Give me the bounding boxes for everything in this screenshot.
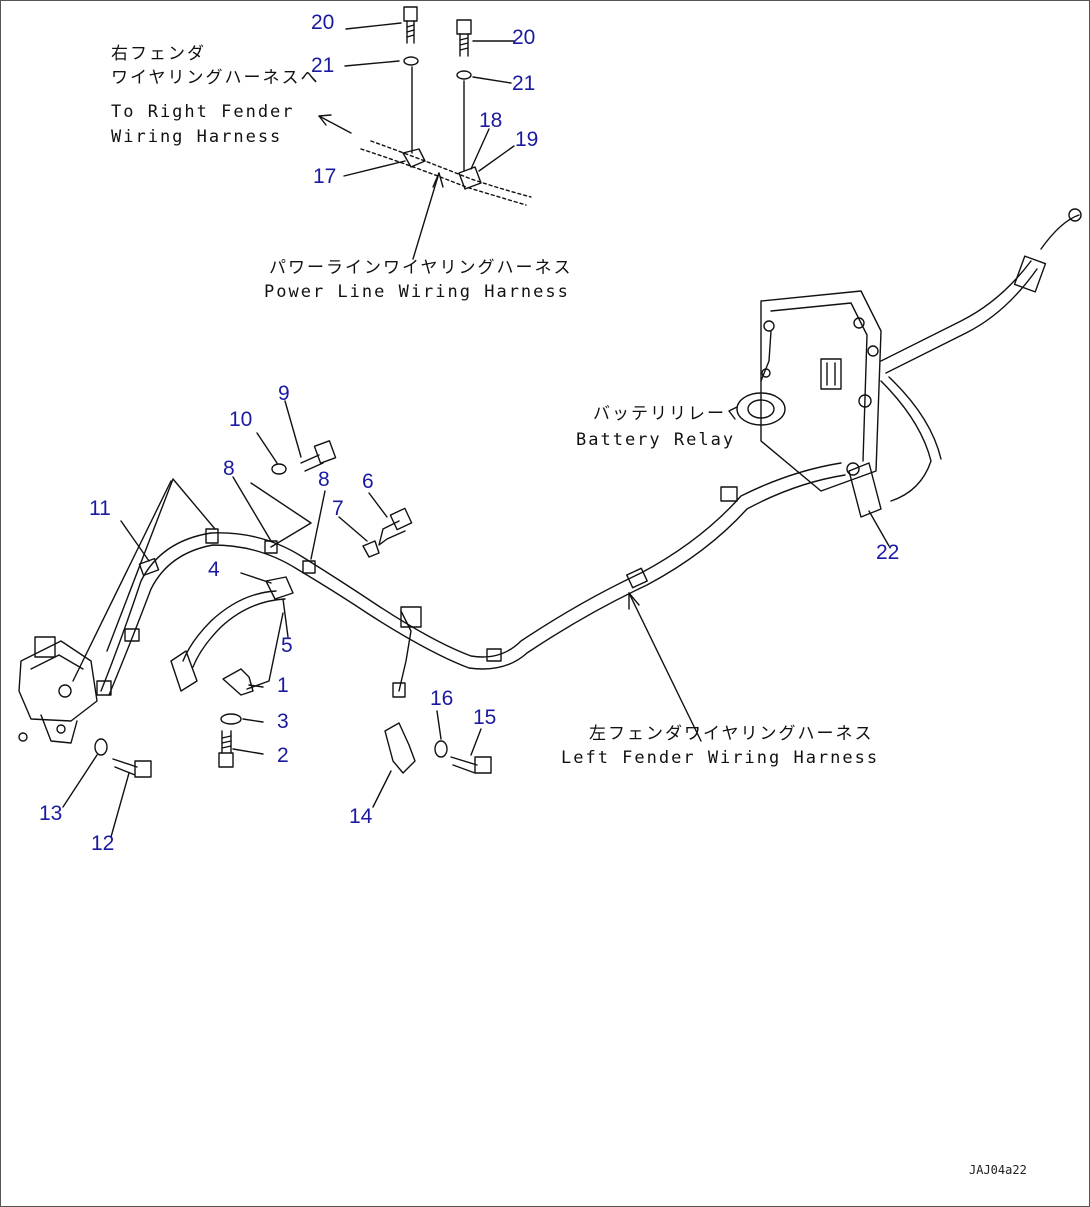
part-number-10[interactable]: 10 [229, 408, 253, 431]
part-number-15[interactable]: 15 [473, 706, 497, 729]
part-number-4[interactable]: 4 [208, 558, 220, 581]
battery-relay-assembly [728, 208, 1082, 547]
label-power-line-jp: パワーラインワイヤリングハーネス [269, 258, 573, 278]
label-right-fender-jp2: ワイヤリングハーネスへ [111, 68, 320, 88]
part-number-14[interactable]: 14 [349, 805, 373, 828]
part-number-12[interactable]: 12 [91, 832, 115, 855]
label-right-fender-en2: Wiring Harness [111, 127, 283, 147]
part-number-13[interactable]: 13 [39, 802, 63, 825]
part-number-9[interactable]: 9 [278, 382, 290, 405]
top-detail [318, 6, 532, 260]
label-right-fender-en1: To Right Fender [111, 102, 295, 122]
part-number-7[interactable]: 7 [332, 497, 344, 520]
part-number-21-right[interactable]: 21 [512, 72, 536, 95]
part-number-1[interactable]: 1 [277, 674, 289, 697]
part-number-18[interactable]: 18 [479, 109, 503, 132]
label-left-fender-jp: 左フェンダワイヤリングハーネス [589, 724, 874, 744]
part-number-21-left[interactable]: 21 [311, 54, 335, 77]
part-number-20-left[interactable]: 20 [311, 11, 335, 34]
part-number-20-right[interactable]: 20 [512, 26, 536, 49]
part-number-16[interactable]: 16 [430, 687, 454, 710]
label-battery-relay-jp: バッテリリレー [593, 404, 726, 424]
part-number-8-right[interactable]: 8 [318, 468, 330, 491]
left-fender-harness [18, 400, 846, 838]
drawing-code: JAJ04a22 [969, 1163, 1027, 1177]
part-number-2[interactable]: 2 [277, 744, 289, 767]
part-number-11[interactable]: 11 [89, 497, 111, 520]
part-number-19[interactable]: 19 [515, 128, 539, 151]
label-power-line-en: Power Line Wiring Harness [264, 282, 570, 302]
label-battery-relay-en: Battery Relay [576, 430, 736, 450]
part-number-17[interactable]: 17 [313, 165, 337, 188]
part-number-3[interactable]: 3 [277, 710, 289, 733]
part-number-6[interactable]: 6 [362, 470, 374, 493]
part-number-22[interactable]: 22 [876, 541, 900, 564]
part-number-5[interactable]: 5 [281, 634, 293, 657]
part-number-8-left[interactable]: 8 [223, 457, 235, 480]
label-right-fender-jp: 右フェンダ [111, 44, 206, 64]
label-left-fender-en: Left Fender Wiring Harness [561, 748, 880, 768]
